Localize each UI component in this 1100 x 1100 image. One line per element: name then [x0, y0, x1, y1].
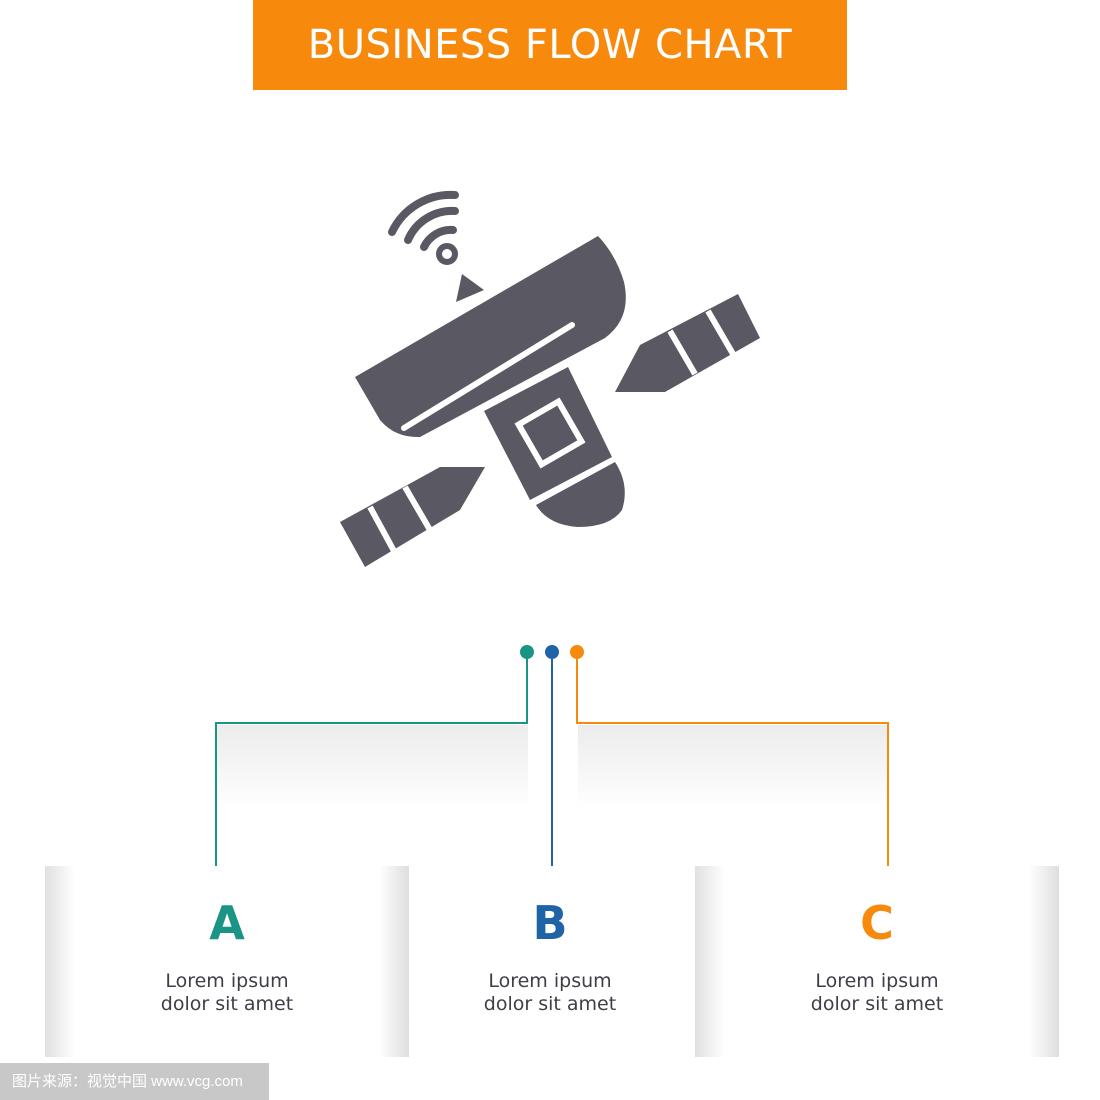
connector-c — [576, 652, 889, 878]
step-letter: B — [532, 896, 568, 950]
step-letter: C — [860, 896, 894, 950]
dot-b — [545, 645, 559, 659]
shade-left — [216, 725, 528, 865]
step-line1: Lorem ipsum — [165, 970, 289, 992]
satellite-icon — [340, 190, 760, 567]
title: BUSINESS FLOW CHART — [307, 22, 793, 68]
watermark: 图片来源：视觉中国 www.vcg.com — [0, 1063, 269, 1100]
wifi-icon — [388, 190, 459, 251]
title-banner: BUSINESS FLOW CHART — [253, 0, 847, 90]
step-line1: Lorem ipsum — [815, 970, 939, 992]
shade-right — [578, 725, 888, 865]
step-letter: A — [209, 896, 245, 950]
step-line2: dolor sit amet — [160, 993, 294, 1015]
dot-c — [570, 645, 584, 659]
dot-a — [520, 645, 534, 659]
connector-a — [215, 652, 528, 878]
step-line1: Lorem ipsum — [488, 970, 612, 992]
step-line2: dolor sit amet — [810, 993, 944, 1015]
step-line2: dolor sit amet — [483, 993, 617, 1015]
